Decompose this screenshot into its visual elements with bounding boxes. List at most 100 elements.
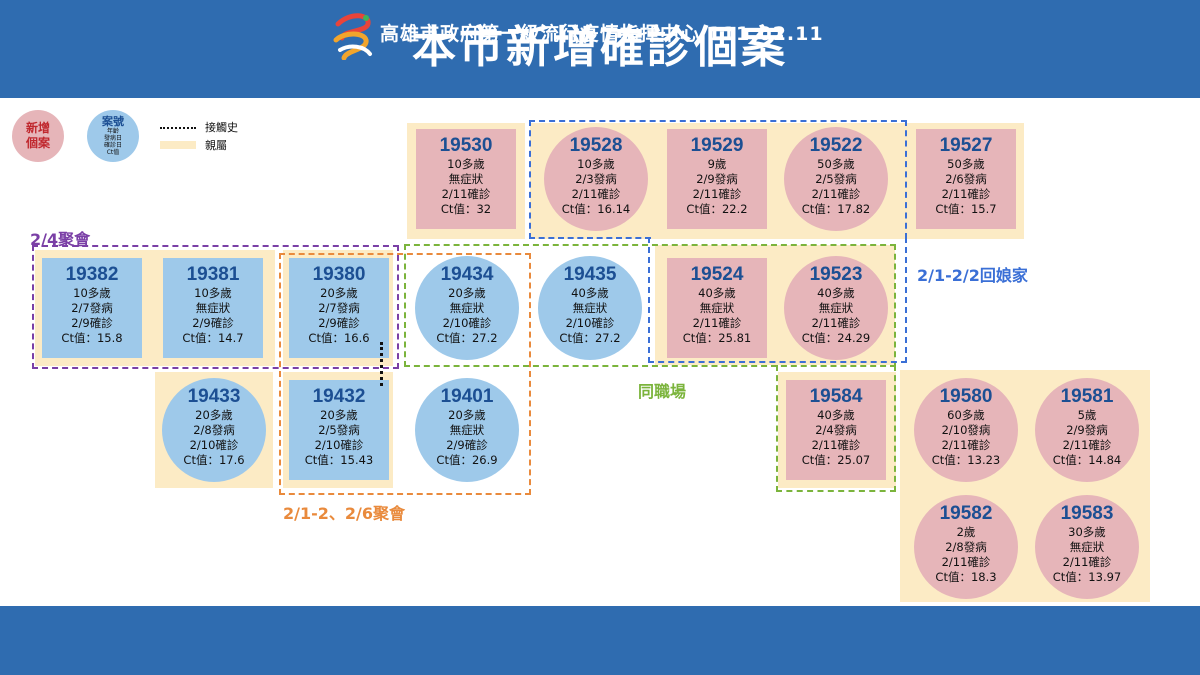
case-onset: 2/7發病 (71, 301, 113, 315)
case-onset: 2/9發病 (1066, 423, 1108, 437)
case-swatch (916, 129, 1016, 229)
case-confirmed: 2/11確診 (571, 187, 621, 201)
case-age: 10多歲 (577, 157, 615, 171)
header-bar (0, 0, 1200, 98)
legend-contact-label: 接觸史 (205, 121, 238, 134)
case-ct: Ct值：15.7 (935, 202, 997, 216)
case-onset: 無症狀 (818, 301, 854, 315)
case-onset: 2/8發病 (193, 423, 235, 437)
contact-link-19380-19432 (380, 342, 383, 386)
group-outline-same-workplace-bottom (776, 365, 896, 492)
case-id: 19580 (939, 386, 993, 407)
case-swatch (289, 258, 389, 358)
case-id: 19434 (440, 264, 494, 285)
case-swatch (786, 380, 886, 480)
legend-family-label: 親屬 (205, 139, 227, 152)
legend-new-case-line-2: 個案 (25, 136, 50, 150)
case-ct: Ct值：24.29 (801, 331, 871, 345)
case-swatch (544, 127, 648, 231)
case-swatch (289, 380, 389, 480)
case-card-19580: 19580 60多歲 2/10發病 2/11確診 Ct值：13.23 (914, 378, 1018, 482)
case-onset: 2/10發病 (941, 423, 991, 437)
case-onset: 2/3發病 (575, 172, 617, 186)
case-id: 19381 (186, 264, 240, 285)
case-age: 30多歲 (1068, 525, 1106, 539)
case-id: 19528 (569, 135, 623, 156)
case-age: 40多歲 (571, 286, 609, 300)
case-swatch (1035, 495, 1139, 599)
case-id: 19583 (1060, 503, 1114, 524)
case-card-19381: 19381 10多歲 無症狀 2/9確診 Ct值：14.7 (163, 258, 263, 358)
case-card-19523: 19523 40多歲 無症狀 2/11確診 Ct值：24.29 (784, 256, 888, 360)
case-card-19401: 19401 20多歲 無症狀 2/9確診 Ct值：26.9 (415, 378, 519, 482)
case-card-19530: 19530 10多歲 無症狀 2/11確診 Ct值：32 (416, 129, 516, 229)
case-swatch (163, 258, 263, 358)
case-id: 19581 (1060, 386, 1114, 407)
case-card-19581: 19581 5歲 2/9發病 2/11確診 Ct值：14.84 (1035, 378, 1139, 482)
legend-case-field-ct: Ct值 (106, 149, 120, 156)
case-confirmed: 2/11確診 (811, 187, 861, 201)
case-age: 5歲 (1077, 408, 1097, 422)
case-swatch (416, 129, 516, 229)
case-swatch (415, 378, 519, 482)
case-onset: 2/5發病 (815, 172, 857, 186)
case-age: 20多歲 (320, 286, 358, 300)
footer-bar (0, 606, 1200, 675)
case-id: 19582 (939, 503, 993, 524)
case-card-19382: 19382 10多歲 2/7發病 2/9確診 Ct值：15.8 (42, 258, 142, 358)
group-outline-parents-home-top (529, 120, 907, 239)
case-swatch (1035, 378, 1139, 482)
case-onset: 無症狀 (448, 172, 484, 186)
case-confirmed: 2/11確診 (692, 187, 742, 201)
group-outline-feb4-gathering (32, 245, 399, 369)
case-age: 50多歲 (817, 157, 855, 171)
case-ct: Ct值：27.2 (436, 331, 498, 345)
legend-case-field-confirmed: 確診日 (103, 142, 122, 149)
footer-org-and-date: 高雄市政府第一級流行疫情指揮中心 111.02.11 (380, 23, 824, 45)
case-ct: Ct值：18.3 (935, 570, 997, 584)
case-confirmed: 2/9確診 (318, 316, 360, 330)
case-swatch (162, 378, 266, 482)
legend-case-title: 案號 (102, 115, 124, 128)
case-age: 20多歲 (448, 408, 486, 422)
case-swatch (667, 258, 767, 358)
case-card-19524: 19524 40多歲 無症狀 2/11確診 Ct值：25.81 (667, 258, 767, 358)
case-confirmed: 2/11確診 (692, 316, 742, 330)
case-id: 19524 (690, 264, 744, 285)
case-card-19433: 19433 20多歲 2/8發病 2/10確診 Ct值：17.6 (162, 378, 266, 482)
case-swatch (784, 256, 888, 360)
group-outline-parents-home-step (529, 237, 651, 239)
case-age: 20多歲 (195, 408, 233, 422)
case-onset: 2/5發病 (318, 423, 360, 437)
case-age: 40多歲 (817, 408, 855, 422)
case-onset: 無症狀 (1069, 540, 1105, 554)
case-age: 10多歲 (194, 286, 232, 300)
case-confirmed: 2/11確診 (941, 438, 991, 452)
case-card-19434: 19434 20多歲 無症狀 2/10確診 Ct值：27.2 (415, 256, 519, 360)
case-swatch (914, 495, 1018, 599)
page-title: 本市新增確診個案 (412, 22, 788, 73)
case-onset: 2/9發病 (696, 172, 738, 186)
case-id: 19433 (187, 386, 241, 407)
case-card-19527: 19527 50多歲 2/6發病 2/11確診 Ct值：15.7 (916, 129, 1016, 229)
case-ct: Ct值：32 (440, 202, 492, 216)
case-onset: 無症狀 (572, 301, 608, 315)
case-swatch (784, 127, 888, 231)
case-ct: Ct值：16.14 (561, 202, 631, 216)
case-age: 40多歲 (817, 286, 855, 300)
case-confirmed: 2/9確診 (446, 438, 488, 452)
legend-case-field-onset: 發病日 (103, 135, 122, 142)
case-ct: Ct值：25.81 (682, 331, 752, 345)
case-id: 19530 (439, 135, 493, 156)
case-age: 40多歲 (698, 286, 736, 300)
case-ct: Ct值：14.7 (182, 331, 244, 345)
case-id: 19523 (809, 264, 863, 285)
case-ct: Ct值：26.9 (436, 453, 498, 467)
case-onset: 無症狀 (699, 301, 735, 315)
case-ct: Ct值：22.2 (686, 202, 748, 216)
case-ct: Ct值：15.43 (304, 453, 374, 467)
case-swatch (914, 378, 1018, 482)
group-label-same-workplace: 同職場 (638, 382, 687, 401)
case-confirmed: 2/11確診 (1062, 438, 1112, 452)
case-ct: Ct值：15.8 (61, 331, 123, 345)
